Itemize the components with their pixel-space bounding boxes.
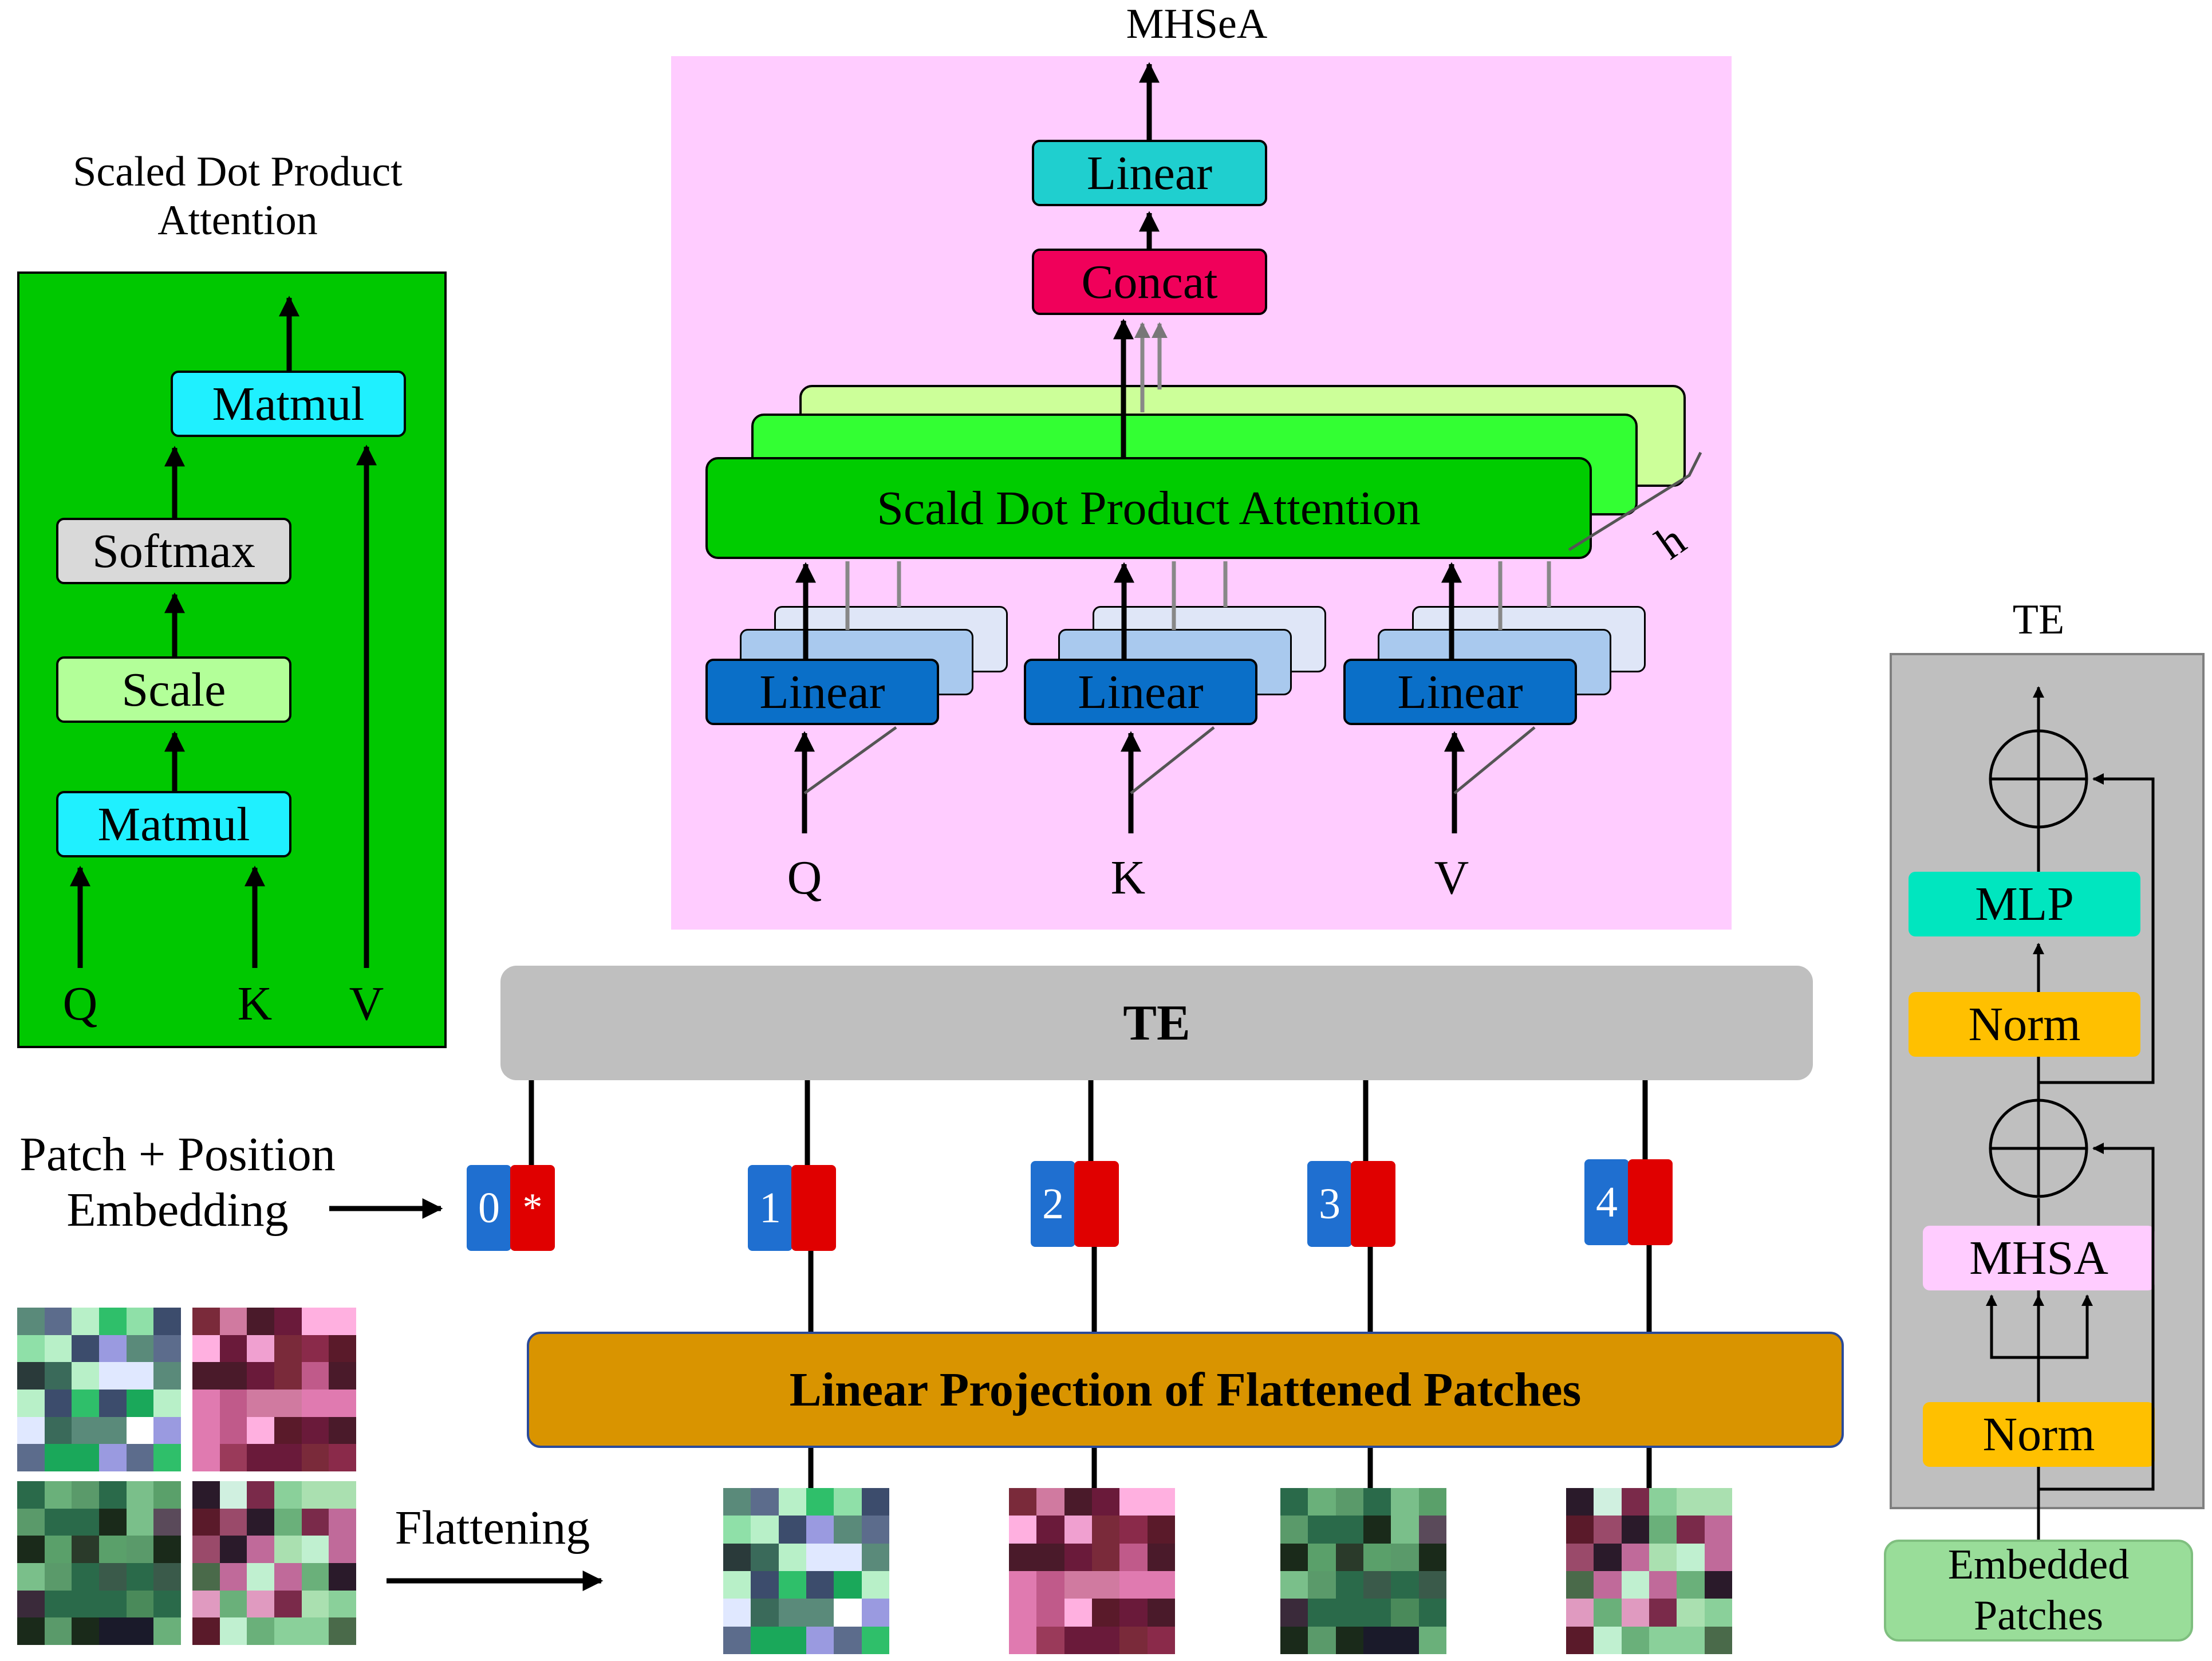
sdpa-k-label: K bbox=[237, 977, 273, 1030]
mhsea-title: MHSeA bbox=[1126, 1, 1268, 48]
token-1-embedding bbox=[791, 1165, 836, 1251]
te-input-line1: Embedded bbox=[1947, 1541, 2130, 1589]
flattened-patch-4 bbox=[1566, 1488, 1732, 1654]
sdpa-scale-box: Scale bbox=[56, 656, 291, 723]
sdpa-title-line2: Attention bbox=[157, 197, 318, 245]
sdpa-title-line1: Scaled Dot Product bbox=[73, 148, 403, 195]
mhsea-q-branch bbox=[803, 726, 897, 795]
mhsea-linear-k-box: Linear bbox=[1024, 659, 1257, 725]
sdpa-softmax-box: Softmax bbox=[56, 518, 291, 584]
te-residual-skip-top bbox=[2038, 773, 2155, 1084]
embedding-label-line1: Patch + Position bbox=[19, 1128, 336, 1181]
mhsea-linear-q-box: Linear bbox=[705, 659, 939, 725]
te-norm-top-box: Norm bbox=[1909, 992, 2140, 1057]
embedding-label: Patch + Position Embedding bbox=[0, 1127, 355, 1238]
te-input-line2: Patches bbox=[1973, 1592, 2104, 1639]
te-mhsa-box: MHSA bbox=[1923, 1226, 2155, 1290]
token-2-position: 2 bbox=[1031, 1161, 1075, 1247]
token-0-position: 0 bbox=[467, 1165, 511, 1251]
te-residual-skip-bottom bbox=[2038, 1143, 2155, 1491]
token-3-position: 3 bbox=[1307, 1161, 1352, 1247]
te-block-title: TE bbox=[2012, 596, 2065, 643]
te-bar: TE bbox=[500, 966, 1813, 1080]
flattened-patch-2 bbox=[1009, 1488, 1175, 1654]
embedding-label-line2: Embedding bbox=[66, 1183, 289, 1237]
mhsea-linear-v-box: Linear bbox=[1343, 659, 1577, 725]
projection-box: Linear Projection of Flattened Patches bbox=[527, 1332, 1844, 1448]
sdpa-q-label: Q bbox=[62, 977, 98, 1030]
mhsea-k-label: K bbox=[1110, 851, 1146, 904]
flattened-patch-1 bbox=[723, 1488, 889, 1654]
mhsea-q-label: Q bbox=[787, 851, 822, 904]
mhsea-head-bracket bbox=[1568, 451, 1702, 552]
patch-image-bottom-right bbox=[192, 1481, 356, 1645]
token-2-embedding bbox=[1074, 1161, 1119, 1247]
token-4-embedding bbox=[1628, 1159, 1673, 1245]
te-input-box: Embedded Patches bbox=[1884, 1540, 2193, 1642]
flattening-label: Flattening bbox=[395, 1501, 590, 1554]
te-mlp-box: MLP bbox=[1909, 872, 2140, 936]
sdpa-matmul-top-box: Matmul bbox=[171, 371, 406, 437]
flattened-patch-3 bbox=[1280, 1488, 1446, 1654]
patch-image-top-right bbox=[192, 1308, 356, 1471]
token-4-position: 4 bbox=[1584, 1159, 1629, 1245]
token-3-embedding bbox=[1351, 1161, 1395, 1247]
token-0-embedding: * bbox=[510, 1165, 555, 1251]
mhsea-attention-box: Scald Dot Product Attention bbox=[705, 457, 1592, 559]
patch-image-bottom-left bbox=[17, 1481, 181, 1645]
mhsea-linear-out-box: Linear bbox=[1032, 140, 1267, 206]
patch-image-top-left bbox=[17, 1308, 181, 1471]
token-1-position: 1 bbox=[748, 1165, 792, 1251]
mhsea-v-branch bbox=[1453, 726, 1536, 794]
mhsea-v-label: V bbox=[1434, 851, 1469, 904]
sdpa-matmul-bottom-box: Matmul bbox=[56, 791, 291, 857]
mhsea-concat-box: Concat bbox=[1032, 249, 1267, 315]
te-norm-bottom-box: Norm bbox=[1923, 1402, 2155, 1467]
sdpa-title: Scaled Dot Product Attention bbox=[17, 148, 458, 245]
mhsea-k-branch bbox=[1130, 726, 1215, 794]
sdpa-v-label: V bbox=[349, 977, 384, 1030]
